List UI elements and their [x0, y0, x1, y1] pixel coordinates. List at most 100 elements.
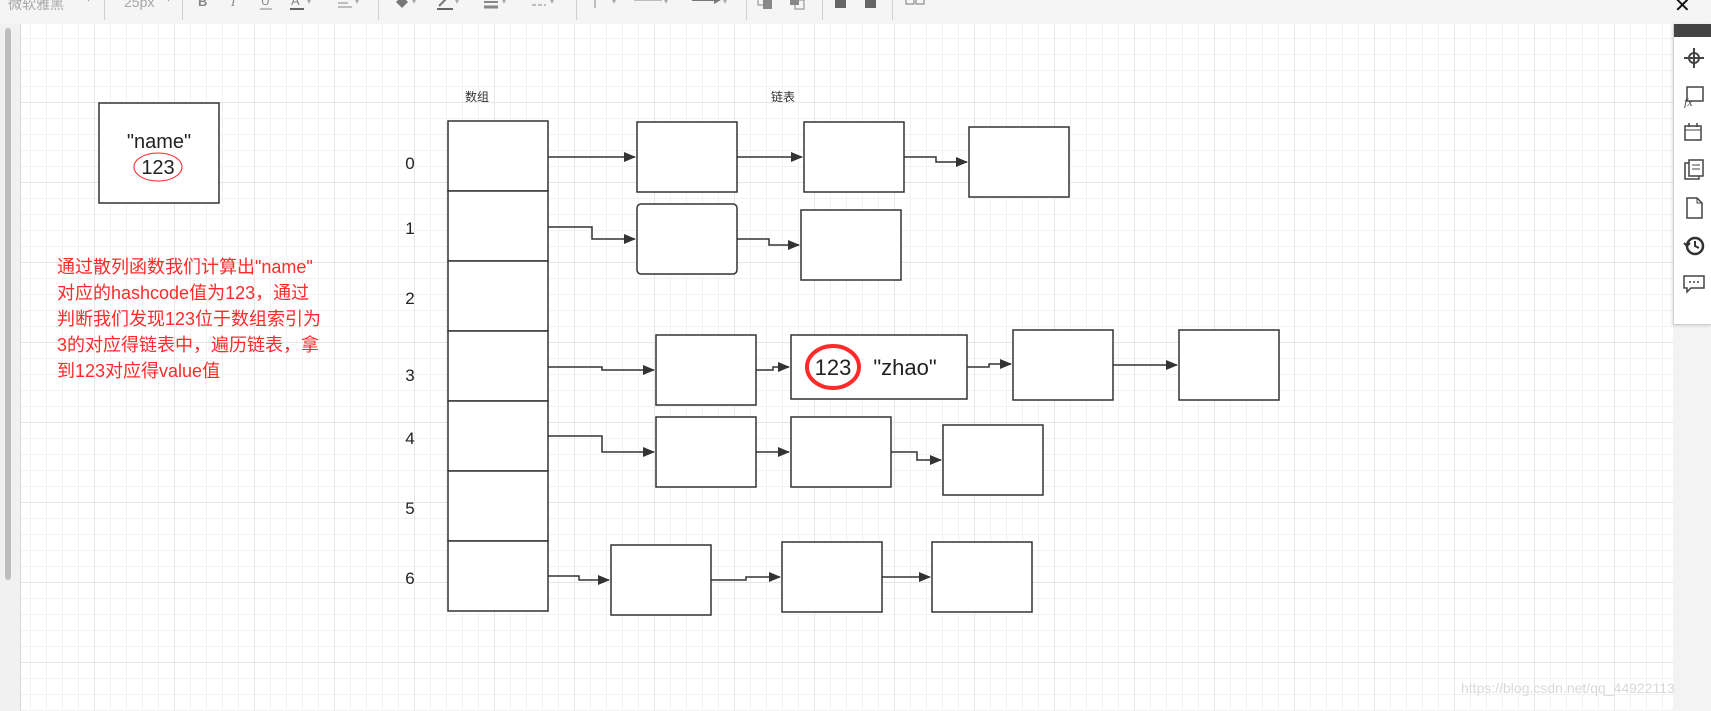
- index-label: 5: [405, 499, 414, 518]
- arrow: [756, 362, 790, 372]
- font-family-value: 微软雅黑: [8, 0, 64, 12]
- arrow: [548, 365, 655, 375]
- svg-text:▾: ▾: [412, 0, 416, 6]
- line-type-icon[interactable]: ▾: [632, 0, 668, 14]
- index-label: 1: [405, 219, 414, 238]
- arrow: [548, 575, 610, 585]
- formula-icon[interactable]: fx: [1682, 84, 1706, 108]
- diagram-canvas[interactable]: "name" 123 数组 链表 0 1 2 3 4 5 6: [21, 24, 1675, 711]
- array-cell[interactable]: [447, 540, 549, 612]
- highlight-hash-circle: [805, 344, 861, 390]
- bring-front-icon[interactable]: [756, 0, 778, 14]
- group-icon[interactable]: [904, 0, 926, 14]
- watermark: https://blog.csdn.net/qq_44922113: [1461, 680, 1675, 696]
- toolbar-divider: [378, 0, 379, 20]
- arrow: [967, 359, 1012, 369]
- list-label: 链表: [771, 89, 795, 104]
- array-cell[interactable]: [447, 470, 549, 542]
- vertical-scrollbar[interactable]: [0, 24, 21, 711]
- line-color-icon[interactable]: ▾: [435, 0, 459, 14]
- array-cell[interactable]: [447, 190, 549, 262]
- fill-color-icon[interactable]: ▾: [392, 0, 416, 14]
- svg-text:fx: fx: [1684, 95, 1693, 108]
- toolbar-divider: [182, 0, 183, 20]
- close-icon[interactable]: ✕: [1674, 0, 1691, 17]
- arrow-icon[interactable]: ▾: [690, 0, 727, 14]
- list-node[interactable]: [968, 126, 1070, 198]
- svg-text:B: B: [198, 0, 207, 9]
- list-node-highlighted[interactable]: [790, 334, 968, 400]
- scrollbar-thumb[interactable]: [5, 28, 11, 580]
- svg-text:▾: ▾: [455, 0, 459, 6]
- list-node[interactable]: [1178, 329, 1280, 401]
- arrow: [904, 156, 968, 167]
- arrow: [737, 238, 800, 250]
- underline-icon[interactable]: U: [256, 0, 278, 14]
- list-node[interactable]: [931, 541, 1033, 613]
- panel-header: [1674, 24, 1711, 37]
- list-node[interactable]: [942, 424, 1044, 496]
- font-size-value: 25px: [124, 0, 155, 10]
- list-node[interactable]: [655, 416, 757, 488]
- toolbar: 微软雅黑 ▾ 25px ▾ B I U A▾ ▾ ▾ ▾ ▾ ▾ ▾ ▾ ▾: [0, 0, 1711, 25]
- arrow: [891, 451, 942, 465]
- note-line: 判断我们发现123位于数组索引为: [57, 309, 322, 329]
- list-node[interactable]: [790, 416, 892, 488]
- chevron-down-icon: ▾: [86, 0, 91, 5]
- svg-text:▾: ▾: [723, 0, 727, 6]
- svg-text:▾: ▾: [355, 0, 359, 6]
- list-node[interactable]: [636, 203, 738, 275]
- svg-text:▾: ▾: [664, 0, 668, 6]
- line-style-icon[interactable]: ▾: [530, 0, 554, 14]
- key-name-text: "name": [127, 131, 191, 153]
- list-node[interactable]: [1012, 329, 1114, 401]
- connector-arrows: [548, 152, 1178, 585]
- history-icon[interactable]: [1682, 234, 1706, 258]
- toolbar-divider: [746, 0, 747, 20]
- explanation-note[interactable]: 通过散列函数我们计算出"name" 对应的hashcode值为123，通过 判断…: [57, 254, 367, 384]
- arrow: [548, 435, 655, 457]
- send-back-icon[interactable]: [788, 0, 810, 14]
- lock-icon[interactable]: [832, 0, 854, 14]
- array-cell[interactable]: [447, 330, 549, 402]
- italic-icon[interactable]: I: [225, 0, 247, 14]
- svg-text:▾: ▾: [502, 0, 506, 6]
- index-label: 4: [405, 429, 414, 448]
- comment-icon[interactable]: [1682, 272, 1706, 296]
- list-node[interactable]: [610, 544, 712, 616]
- svg-text:▾: ▾: [550, 0, 554, 6]
- navigate-icon[interactable]: [1682, 46, 1706, 70]
- list-node[interactable]: [803, 121, 905, 193]
- note-line: 到123对应得value值: [57, 361, 221, 381]
- list-node[interactable]: [800, 209, 902, 281]
- pages-icon[interactable]: [1682, 158, 1706, 182]
- array-label: 数组: [465, 89, 489, 104]
- list-node[interactable]: [636, 121, 738, 193]
- hash-table-diagram: "name" 123 数组 链表 0 1 2 3 4 5 6: [98, 89, 1280, 616]
- font-color-icon[interactable]: A▾: [287, 0, 311, 14]
- font-family-select[interactable]: 微软雅黑 ▾: [8, 0, 100, 16]
- svg-text:I: I: [230, 0, 236, 9]
- bold-icon[interactable]: B: [194, 0, 216, 14]
- index-label: 3: [405, 366, 414, 385]
- array-cell[interactable]: [447, 260, 549, 332]
- svg-text:A: A: [291, 0, 300, 8]
- key-hash-text: 123: [141, 157, 174, 179]
- svg-text:▾: ▾: [307, 0, 311, 6]
- connector-icon[interactable]: ▾: [592, 0, 616, 14]
- unlock-icon[interactable]: [862, 0, 884, 14]
- calendar-icon[interactable]: [1682, 121, 1706, 145]
- note-line: 3的对应得链表中，遍历链表，拿: [57, 335, 320, 355]
- document-icon[interactable]: [1682, 196, 1706, 220]
- array-cell[interactable]: [447, 120, 549, 192]
- highlight-value-text: "zhao": [873, 355, 936, 380]
- list-node[interactable]: [781, 541, 883, 613]
- list-node[interactable]: [655, 334, 757, 406]
- note-line: 对应的hashcode值为123，通过: [57, 283, 310, 303]
- toolbar-divider: [104, 0, 105, 20]
- array-cell[interactable]: [447, 400, 549, 472]
- font-size-select[interactable]: 25px ▾: [124, 0, 176, 16]
- line-width-icon[interactable]: ▾: [482, 0, 506, 14]
- align-icon[interactable]: ▾: [335, 0, 359, 14]
- note-line: 通过散列函数我们计算出"name": [57, 257, 313, 277]
